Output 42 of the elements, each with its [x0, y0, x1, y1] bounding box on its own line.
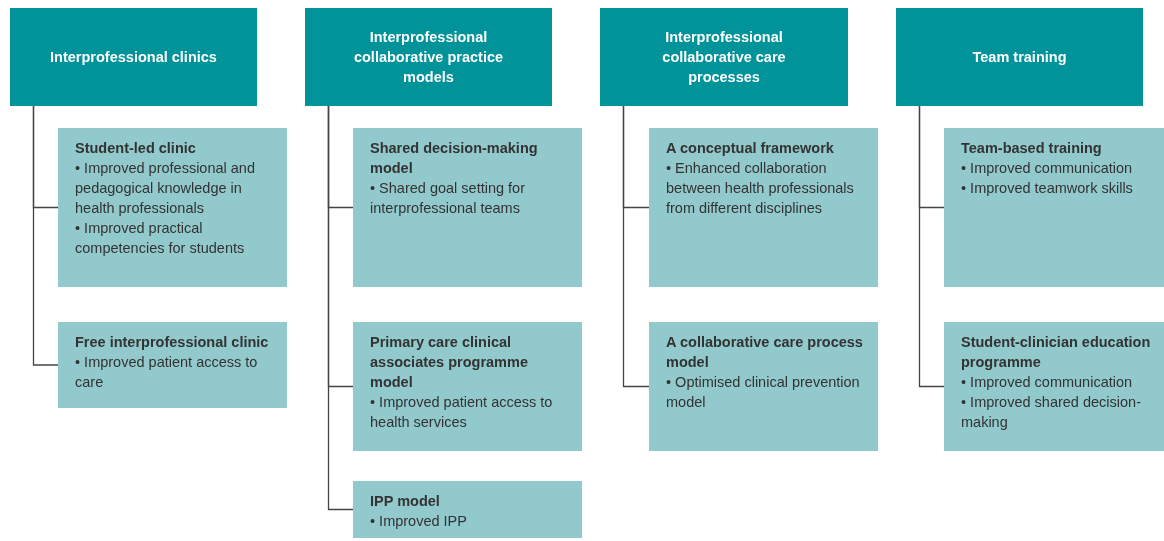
model-title: Shared decision-making model — [370, 139, 539, 178]
model-title: Team-based training — [961, 139, 1103, 158]
connector-line — [622, 105, 650, 388]
bullet-text: • Improved IPP — [370, 512, 468, 531]
bullet-text: • Improved communication — [961, 373, 1134, 392]
category-title: Interprofessional collaborative care processes — [661, 28, 787, 87]
bullet-text: • Improved professional and pedagogical knowledge in health professionals — [75, 159, 256, 218]
category-box — [896, 8, 1143, 106]
bullet-text: • Optimised clinical prevention model — [666, 373, 861, 412]
model-box — [353, 128, 582, 287]
bullet-text: • Improved patient access to care — [75, 353, 259, 392]
model-box — [944, 128, 1164, 287]
model-box — [353, 322, 582, 451]
category-box — [10, 8, 257, 106]
model-title: Student-led clinic — [75, 139, 197, 158]
model-title: Student-clinician education programme — [961, 333, 1152, 372]
model-box — [649, 128, 878, 287]
bullet-text: • Improved patient access to health services — [370, 393, 554, 432]
model-title: Free interprofessional clinic — [75, 333, 270, 352]
bullet-text: • Improved shared decision-making — [961, 393, 1142, 432]
connector-line — [918, 105, 945, 388]
category-title: Interprofessional collaborative practice models — [352, 28, 505, 87]
model-title: A conceptual framework — [666, 139, 835, 158]
model-box — [58, 128, 287, 287]
model-title: A collaborative care process model — [666, 333, 864, 372]
bullet-text: • Improved teamwork skills — [961, 179, 1134, 198]
bullet-text: • Improved practical competencies for students — [75, 219, 246, 258]
connector-line — [32, 105, 59, 366]
model-box — [649, 322, 878, 451]
model-title: IPP model — [370, 492, 441, 511]
category-box — [305, 8, 552, 106]
bullet-text: • Shared goal setting for interprofessional teams — [370, 179, 526, 218]
model-title: Primary care clinical associates programme model — [370, 333, 529, 392]
connector-line — [327, 105, 354, 511]
category-title: Team training — [972, 48, 1067, 67]
model-box — [944, 322, 1164, 451]
bullet-text: • Enhanced collaboration between health professionals from different disciplines — [666, 159, 855, 218]
model-box — [58, 322, 287, 408]
bullet-text: • Improved communication — [961, 159, 1134, 178]
category-title: Interprofessional clinics — [50, 48, 217, 67]
category-box — [600, 8, 848, 106]
model-box — [353, 481, 582, 538]
